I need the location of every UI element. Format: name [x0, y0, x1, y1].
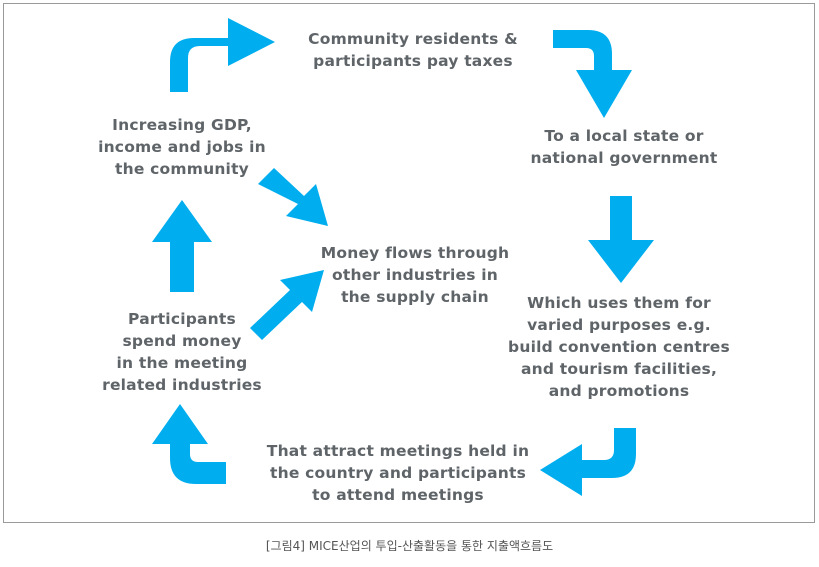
arrow-attract-to-spend	[152, 404, 226, 484]
arrow-gdp-to-pay-taxes	[170, 18, 275, 92]
node-uses: Which uses them for varied purposes e.g.…	[508, 294, 730, 400]
node-pay-taxes: Community residents & participants pay t…	[308, 30, 518, 70]
node-money-flows: Money flows through other industries in …	[320, 244, 510, 306]
diagram-frame	[3, 3, 815, 523]
arrow-gdp-to-money-flows	[258, 168, 328, 226]
arrow-spend-to-gdp	[152, 200, 212, 292]
node-spend: Participants spend money in the meeting …	[102, 310, 262, 394]
arrow-pay-taxes-to-government	[553, 30, 632, 118]
node-gdp: Increasing GDP, income and jobs in the c…	[98, 116, 266, 178]
node-government: To a local state or national government	[530, 127, 718, 167]
node-attract: That attract meetings held in the countr…	[266, 442, 530, 504]
figure-caption: [그림4] MICE산업의 투입-산출활동을 통한 지출액흐름도	[265, 539, 554, 553]
arrow-government-to-uses	[588, 196, 654, 283]
arrow-uses-to-attract	[540, 428, 636, 496]
arrow-spend-to-money-flows	[250, 270, 324, 340]
